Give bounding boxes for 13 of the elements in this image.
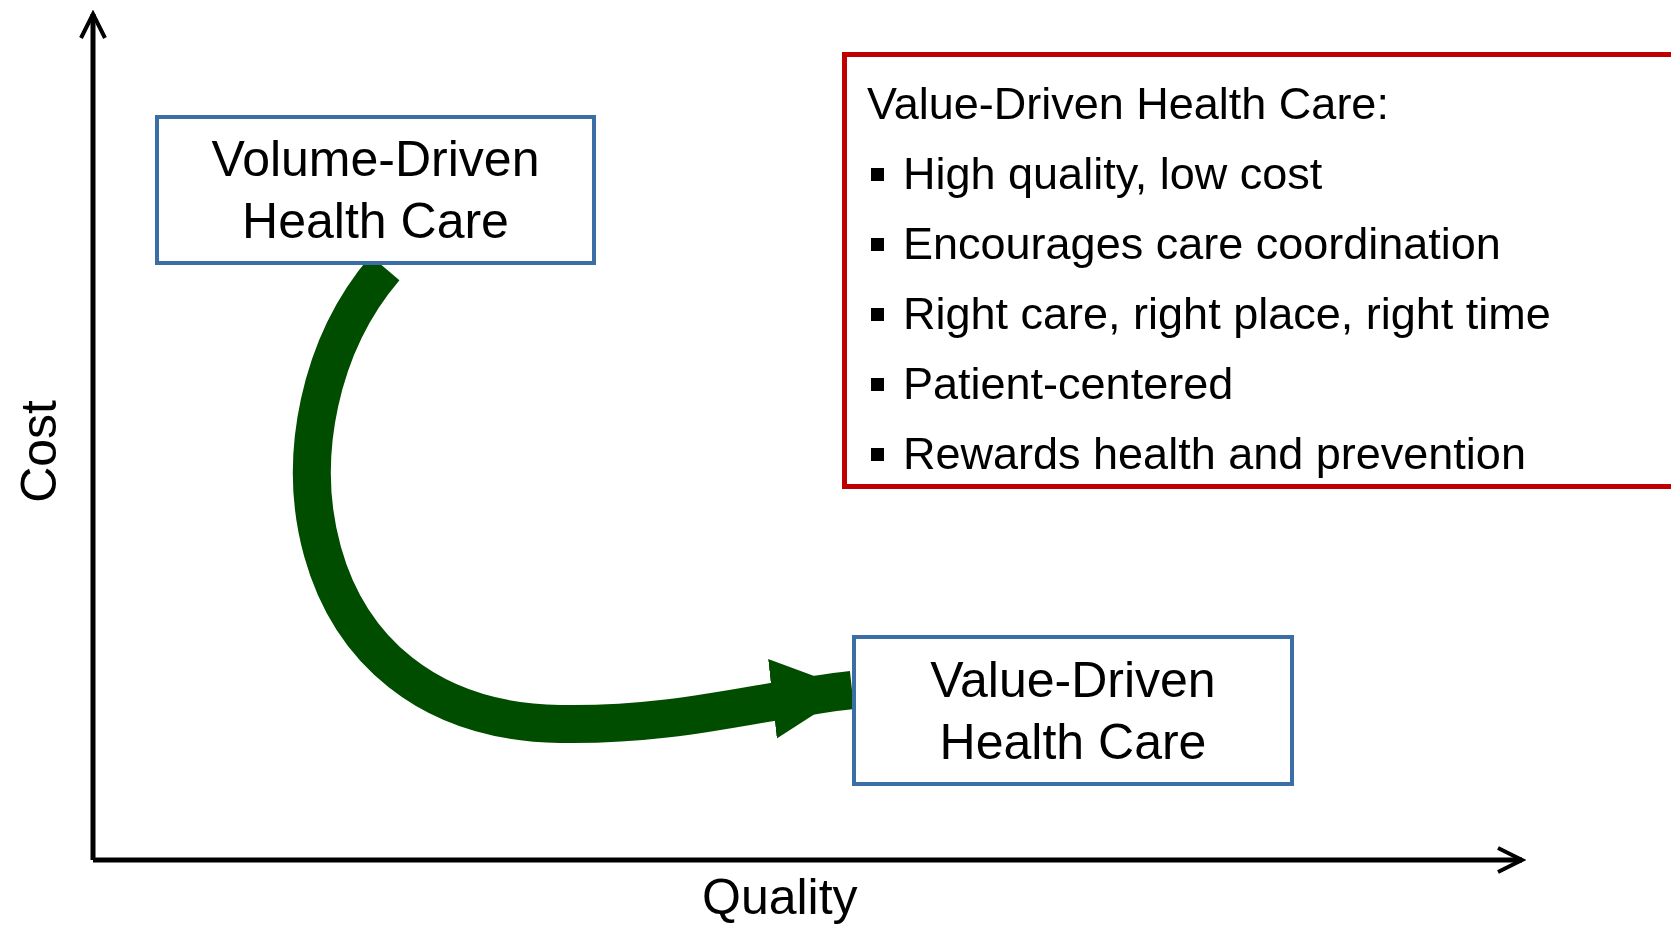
bullet-item: High quality, low cost [867, 139, 1651, 209]
bullet-item: Patient-centered [867, 349, 1651, 419]
bullet-item: Encourages care coordination [867, 209, 1651, 279]
bullet-item: Right care, right place, right time [867, 279, 1651, 349]
process-box [852, 635, 1294, 786]
box-label: Volume-Driven Health Care [210, 130, 541, 251]
text-box [842, 52, 1671, 489]
axis-title: Cost [10, 400, 68, 503]
box-heading: Value-Driven Health Care: [867, 77, 1390, 131]
axis-title: Quality [702, 868, 858, 925]
bullet-item: Rewards health and prevention [867, 419, 1651, 489]
box-label: Value-Driven Health Care [929, 650, 1217, 772]
process-box [155, 115, 596, 265]
